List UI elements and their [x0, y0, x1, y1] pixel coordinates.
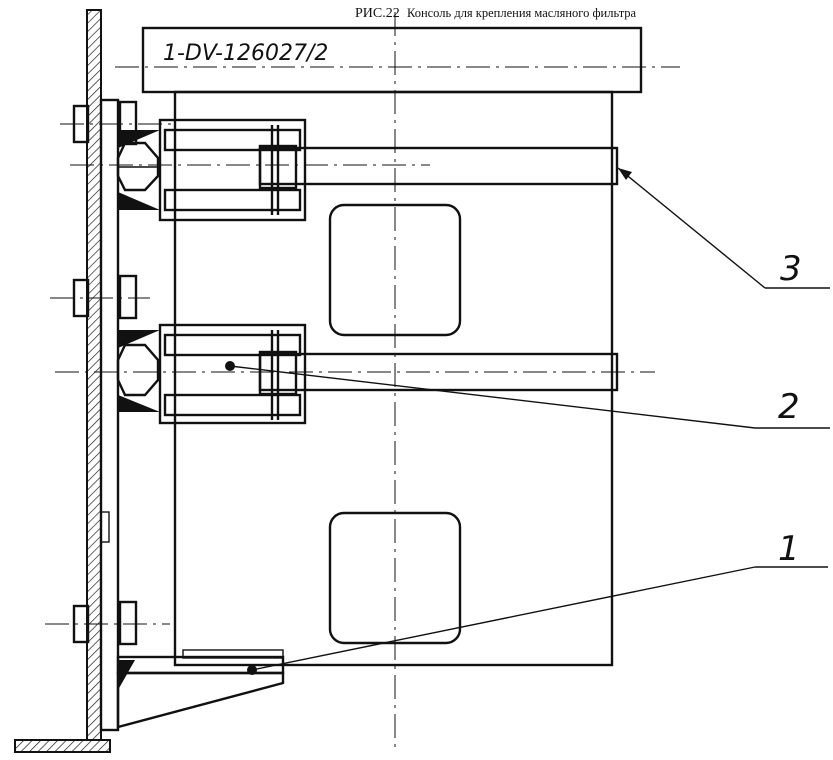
- callout-3: 3: [617, 167, 830, 289]
- callout-number-1: 1: [778, 529, 800, 569]
- figure-title: Консоль для крепления масляного фильтра: [406, 6, 637, 20]
- wall-bolts: [45, 100, 175, 646]
- bolt-middle: [50, 274, 150, 320]
- bolt-lower: [45, 600, 170, 646]
- middle-clamp-bracket: [55, 323, 655, 425]
- figure-number: РИС.22: [355, 6, 400, 21]
- nameplate: [141, 26, 643, 94]
- callout-number-3: 3: [780, 249, 802, 289]
- mounting-plate: [99, 98, 120, 732]
- support-rod-upper: [258, 146, 619, 186]
- filter-body: 1-DV-126027/2: [115, 12, 680, 752]
- upper-clamp-bracket: [70, 118, 619, 222]
- figure-caption: РИС.22 Консоль для крепления масляного ф…: [355, 5, 636, 22]
- callout-2: 2: [229, 365, 830, 429]
- plate-label: 1-DV-126027/2: [163, 41, 328, 66]
- wall: [14, 9, 120, 753]
- callout-number-2: 2: [778, 387, 800, 427]
- callout-1: 1: [251, 529, 828, 671]
- lower-support-console: [116, 649, 285, 729]
